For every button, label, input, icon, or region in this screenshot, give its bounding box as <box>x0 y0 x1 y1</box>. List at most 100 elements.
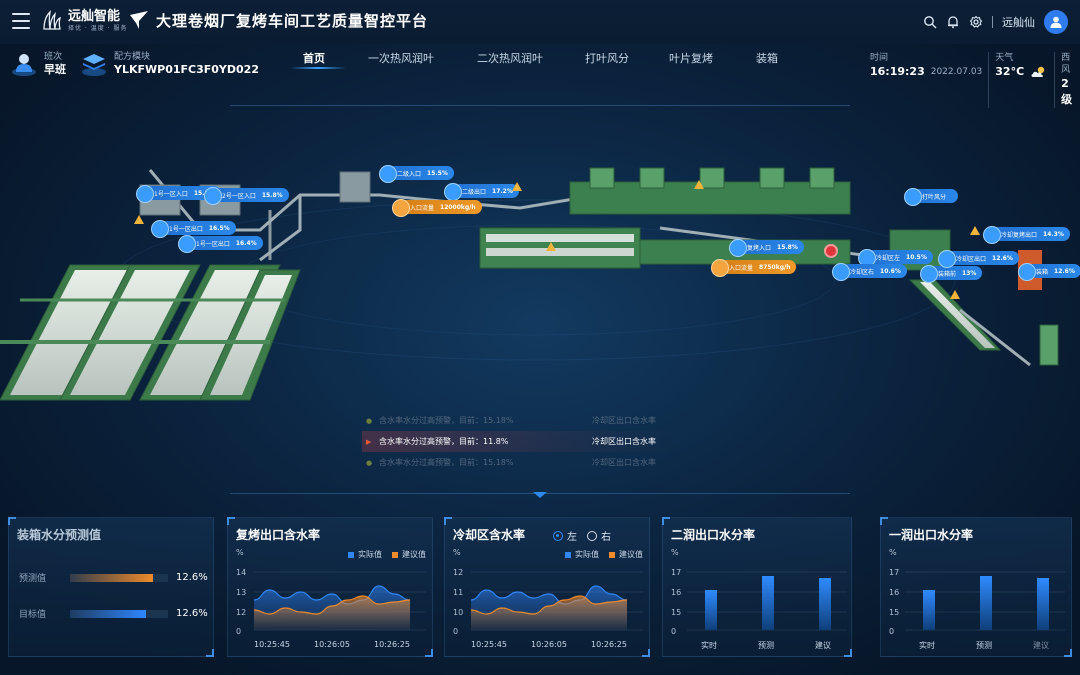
weather-info: 天气 32°C <box>988 52 1054 108</box>
x-tick: 建议 <box>815 641 831 650</box>
panel-title: 一润出口水分率 <box>889 528 974 542</box>
side-selector: 左 右 <box>553 528 611 543</box>
gear-icon[interactable] <box>969 15 983 29</box>
y-tick: 17 <box>671 568 682 577</box>
area-chart <box>471 571 643 631</box>
x-tick: 10:26:25 <box>374 640 410 649</box>
warning-icon[interactable] <box>694 180 704 189</box>
alarm-marker[interactable] <box>824 244 838 258</box>
collapse-arrow-icon[interactable] <box>533 492 547 498</box>
weather-label: 天气 <box>995 53 1014 63</box>
y-tick: 13 <box>236 588 247 597</box>
plane-icon <box>130 11 148 29</box>
chart-legend: 实际值 建议值 <box>348 549 426 560</box>
legend-suggest: 建议值 <box>609 549 643 560</box>
tab-threshing[interactable]: 打叶风分 <box>585 52 629 65</box>
first-humidify-panel: 一润出口水分率 % 17 16 15 0 实时 预测 建议 <box>880 517 1072 657</box>
legend-actual: 实际值 <box>565 549 599 560</box>
y-unit: % <box>889 548 897 557</box>
y-tick: 14 <box>236 568 247 577</box>
panel-title: 装箱水分预测值 <box>17 528 102 542</box>
bar-chart <box>687 571 847 631</box>
avatar[interactable] <box>1044 10 1068 34</box>
bar-1[interactable] <box>980 576 992 630</box>
legend-actual: 实际值 <box>348 549 382 560</box>
warning-icon[interactable] <box>950 290 960 299</box>
area-chart <box>254 571 426 631</box>
target-value: 12.6% <box>176 608 208 619</box>
predicted-label: 预测值 <box>19 574 47 584</box>
tab-packing[interactable]: 装箱 <box>756 52 778 65</box>
menu-icon[interactable] <box>12 13 30 29</box>
x-tick: 建议 <box>1033 641 1049 650</box>
bar-0[interactable] <box>705 590 717 630</box>
x-tick: 10:26:25 <box>591 640 627 649</box>
warning-icon[interactable] <box>546 242 556 251</box>
alert-item[interactable]: ● 含水率水分过高预警，目前：15.18% 冷却区出口含水率 <box>366 416 656 425</box>
bar-2[interactable] <box>1037 578 1049 630</box>
brand-slogan: 择优 · 温度 · 服务 <box>68 24 128 32</box>
brand-logo: 远舢智能 择优 · 温度 · 服务 <box>40 9 127 33</box>
partly-cloudy-icon <box>1031 66 1045 77</box>
radio-right[interactable]: 右 <box>587 528 611 543</box>
series-line-suggest <box>254 595 411 615</box>
weather-value: 32°C <box>995 65 1025 78</box>
wind-value: 2级 <box>1061 77 1073 106</box>
target-bar <box>70 609 169 618</box>
bell-icon[interactable] <box>946 15 960 29</box>
series-line-actual <box>471 585 628 605</box>
sensor-tag[interactable]: 打叶风分 <box>903 188 959 206</box>
panel-title: 冷却区含水率 <box>453 528 526 542</box>
warning-icon[interactable] <box>134 215 144 224</box>
series-line-actual <box>254 585 411 605</box>
warning-icon[interactable] <box>512 182 522 191</box>
date-value: 2022.07.03 <box>930 67 983 77</box>
search-icon[interactable] <box>923 15 937 29</box>
shift-value: 早班 <box>44 63 66 76</box>
user-name[interactable]: 远舢仙 <box>1002 16 1035 29</box>
y-tick: 0 <box>236 627 242 636</box>
alert-item-active[interactable]: ▶ 含水率水分过高预警，目前：11.8% 冷却区出口含水率 <box>362 431 682 452</box>
y-tick: 11 <box>453 588 464 597</box>
top-bar: 远舢智能 择优 · 温度 · 服务 大理卷烟厂复烤车间工艺质量智控平台 远舢仙 <box>0 0 1080 44</box>
y-tick: 16 <box>889 588 900 597</box>
worker-icon <box>12 54 36 76</box>
series-line-suggest <box>471 595 628 615</box>
alert-list: ● 含水率水分过高预警，目前：15.18% 冷却区出口含水率 ▶ 含水率水分过高… <box>362 410 682 473</box>
y-tick: 0 <box>889 627 895 636</box>
recipe-value: YLKFWP01FC3F0YD022 <box>114 63 259 76</box>
warning-icon[interactable] <box>970 226 980 235</box>
chart-legend: 实际值 建议值 <box>565 549 643 560</box>
factory-illustration <box>0 167 1059 401</box>
bar-2[interactable] <box>819 578 831 630</box>
sail-logo-icon <box>43 10 61 30</box>
tab-home[interactable]: 首页 <box>303 52 325 65</box>
tab-second-humidify[interactable]: 二次热风润叶 <box>477 52 543 65</box>
x-tick: 实时 <box>701 641 717 650</box>
tab-redrying[interactable]: 叶片复烤 <box>669 52 713 65</box>
sensor-tag[interactable]: 1号一区入口15.8% <box>136 185 221 203</box>
page-title: 大理卷烟厂复烤车间工艺质量智控平台 <box>156 11 429 30</box>
y-unit: % <box>236 548 244 557</box>
legend-suggest: 建议值 <box>392 549 426 560</box>
tab-first-humidify[interactable]: 一次热风润叶 <box>368 52 434 65</box>
bar-1[interactable] <box>762 576 774 630</box>
bar-0[interactable] <box>923 590 935 630</box>
alert-item[interactable]: ● 含水率水分过高预警，目前：15.18% 冷却区出口含水率 <box>366 458 656 467</box>
radio-left[interactable]: 左 <box>553 528 577 543</box>
